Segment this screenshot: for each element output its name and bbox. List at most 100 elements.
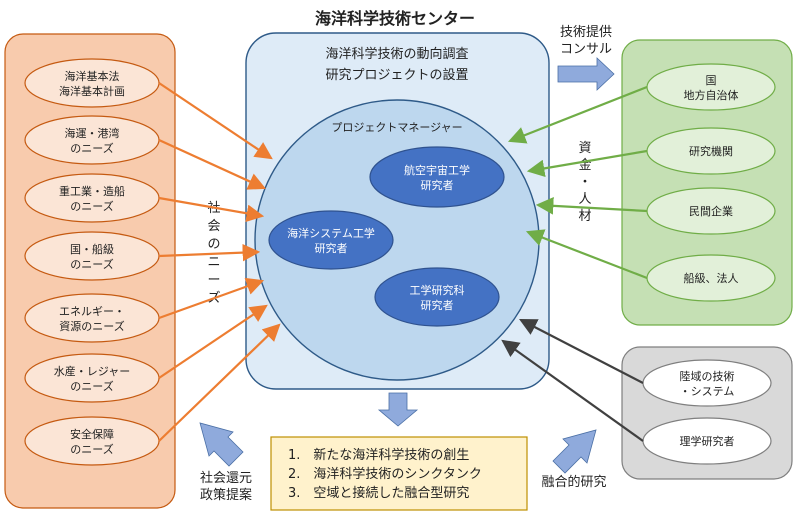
outcome-item-2: 2. 海洋科学技術のシンクタンク: [288, 466, 482, 482]
social-needs-label: 社会のニーズ: [207, 200, 220, 306]
funds-label: 資金・人材: [578, 141, 591, 224]
researcher-1-shape: [369, 146, 505, 208]
funds-char-3: ・: [578, 175, 591, 190]
researcher-2-line-1: 海洋システム工学: [287, 226, 375, 240]
partner-item-4: 船級、法人: [646, 254, 776, 302]
arrow-fusion-1: [519, 318, 644, 384]
partner-item-3-line-1: 民間企業: [689, 204, 733, 218]
partner-item-1-line-2: 地方自治体: [684, 88, 739, 102]
needs-item-5-line-1: エネルギー・: [59, 305, 125, 318]
needs-item-4-line-1: 国・船級: [70, 242, 114, 256]
partner-item-1-shape: [646, 63, 776, 111]
consult-block-arrow: [557, 57, 615, 91]
social-needs-char-2: 会: [207, 219, 220, 234]
arrow-needs-1: [158, 82, 273, 160]
needs-item-3-line-1: 重工業・造船: [59, 184, 125, 198]
consult-label-2: コンサル: [560, 42, 612, 57]
needs-item-4-shape: [24, 231, 160, 281]
arrow-partner-4: [525, 229, 648, 280]
needs-item-3-line-2: のニーズ: [70, 199, 113, 213]
center-line-2: 研究プロジェクトの設置: [325, 67, 468, 83]
needs-item-1-shape: [24, 58, 160, 108]
arrow-needs-6: [158, 304, 268, 379]
social-needs-char-5: ー: [207, 273, 220, 288]
arrow-fusion-2: [501, 339, 644, 442]
funds-char-2: 金: [578, 157, 591, 173]
funds-char-4: 人: [578, 192, 591, 207]
funds-char-1: 資: [578, 141, 591, 156]
needs-item-3-shape: [24, 173, 160, 223]
researcher-2-shape: [268, 210, 394, 270]
consult-label-1: 技術提供: [560, 24, 612, 40]
policy-label-1: 社会還元: [200, 470, 252, 486]
fusion-source-1-line-2: ・システム: [680, 385, 735, 398]
needs-item-6-line-1: 水産・レジャー: [54, 365, 130, 378]
fusion-source-1: 陸域の技術・システム: [642, 359, 772, 407]
needs-item-6-shape: [24, 353, 160, 403]
researcher-3-line-2: 研究者: [421, 298, 454, 312]
needs-item-5: エネルギー・資源のニーズ: [24, 293, 160, 343]
partner-item-1-line-1: 国: [706, 74, 717, 87]
arrow-needs-2: [158, 138, 267, 190]
connector-arrows: [158, 82, 648, 442]
researcher-3-line-1: 工学研究科: [410, 283, 465, 297]
center-line-1: 海洋科学技術の動向調査: [325, 46, 468, 62]
researcher-2-line-2: 研究者: [315, 241, 348, 255]
outcome-item-1: 1. 新たな海洋科学技術の創生: [288, 447, 469, 463]
outcomes-box: 1. 新たな海洋科学技術の創生 2. 海洋科学技術のシンクタンク 3. 空域と接続し…: [270, 436, 528, 511]
partner-item-2: 研究機関: [646, 127, 776, 175]
needs-panel: 海洋基本法海洋基本計画海運・港湾のニーズ重工業・造船のニーズ国・船級のニーズエネ…: [4, 33, 176, 509]
arrow-needs-7: [158, 323, 281, 442]
arrow-needs-5: [158, 277, 265, 320]
needs-item-7-line-1: 安全保障: [70, 427, 114, 441]
arrow-partner-2: [526, 149, 648, 178]
fusion-label: 融合的研究: [541, 474, 606, 490]
needs-item-1-line-2: 海洋基本計画: [59, 84, 125, 98]
partner-item-2-line-1: 研究機関: [689, 144, 733, 158]
needs-item-2-shape: [24, 115, 160, 165]
needs-item-5-shape: [24, 293, 160, 343]
needs-item-7-shape: [24, 416, 160, 466]
arrow-partner-3: [535, 197, 648, 215]
funds-char-5: 材: [578, 209, 591, 224]
researcher-3-shape: [374, 267, 500, 327]
diagram-title: 海洋科学技術センター: [315, 9, 475, 28]
social-needs-char-4: ニ: [207, 255, 220, 270]
outcome-block-arrow: [377, 392, 419, 427]
needs-item-6-line-2: のニーズ: [70, 379, 113, 393]
fusion-block-arrow: [552, 429, 597, 474]
partner-item-3: 民間企業: [646, 187, 776, 235]
fusion-source-2: 理学研究者: [642, 417, 772, 465]
policy-label-2: 政策提案: [200, 487, 252, 503]
pm-label: プロジェクトマネージャー: [331, 121, 462, 134]
fusion-source-1-shape: [642, 359, 772, 407]
center-panel: 海洋科学技術の動向調査 研究プロジェクトの設置 プロジェクトマネージャー 航空宇…: [245, 32, 550, 390]
researcher-1-line-1: 航空宇宙工学: [404, 163, 470, 177]
needs-item-7-line-2: のニーズ: [70, 442, 113, 456]
outcome-item-3: 3. 空域と接続した融合型研究: [288, 485, 469, 501]
researcher-1-line-2: 研究者: [421, 178, 454, 192]
needs-item-1-line-1: 海洋基本法: [65, 69, 120, 83]
needs-item-5-line-2: 資源のニーズ: [59, 319, 124, 333]
needs-item-4-line-2: のニーズ: [70, 257, 113, 271]
needs-item-2-line-1: 海運・港湾: [65, 126, 120, 140]
policy-block-arrow: [199, 422, 244, 467]
fusion-source-1-line-1: 陸域の技術: [680, 370, 735, 383]
arrow-partner-1: [507, 85, 648, 144]
fusion-source-2-line-1: 理学研究者: [680, 434, 735, 448]
partner-item-4-line-1: 船級、法人: [684, 271, 739, 285]
arrow-needs-4: [158, 243, 261, 262]
social-needs-char-3: の: [207, 237, 220, 252]
